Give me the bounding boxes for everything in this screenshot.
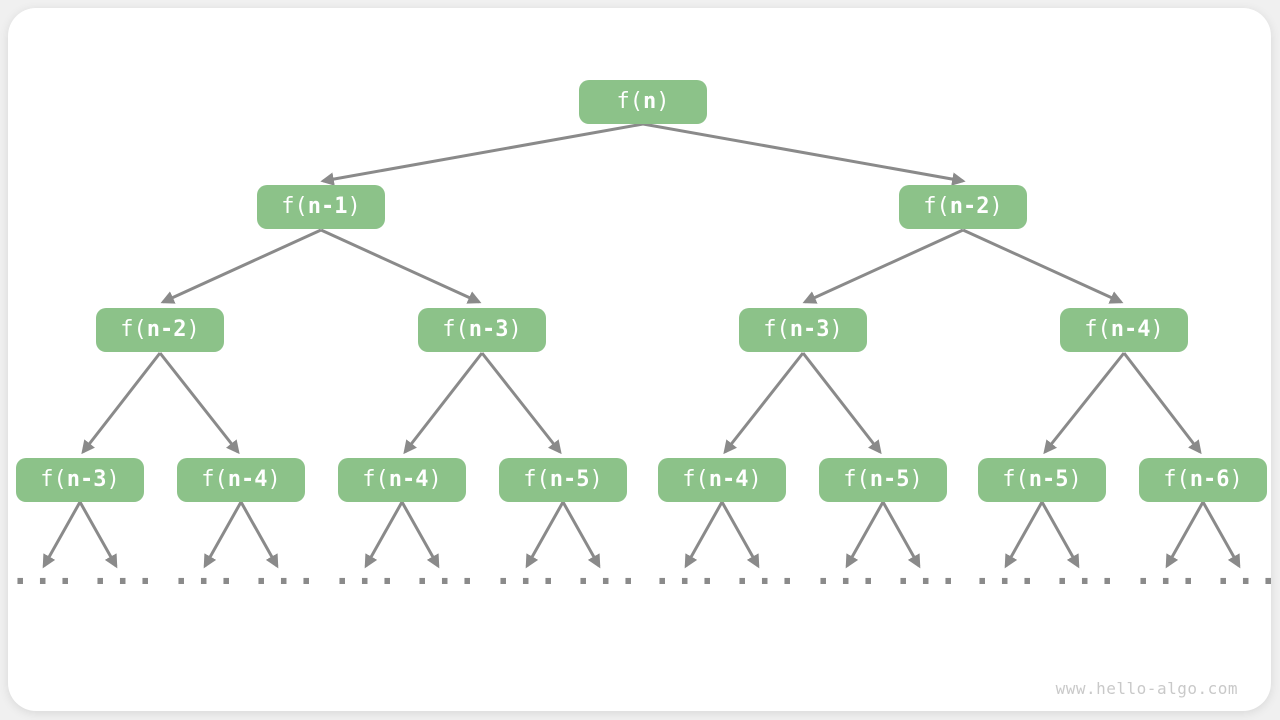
node-label: ) xyxy=(1150,317,1164,342)
ellipsis: ... xyxy=(573,553,641,593)
node-label: f( xyxy=(682,467,709,492)
edge-arrow xyxy=(480,352,562,455)
ellipsis: ... xyxy=(1213,553,1280,593)
node-arg: n-5 xyxy=(869,467,910,492)
node-arg: n-5 xyxy=(1028,467,1069,492)
node-label: ) xyxy=(1068,467,1082,492)
edge-arrow xyxy=(1122,352,1202,455)
edge-arrow xyxy=(81,352,162,455)
edge-arrow xyxy=(801,352,882,455)
node-arg: n-6 xyxy=(1189,467,1230,492)
node-label: f( xyxy=(362,467,389,492)
edge-arrow xyxy=(158,352,240,455)
edge-arrow xyxy=(1043,352,1126,455)
node-label: ) xyxy=(347,194,361,219)
ellipsis: ... xyxy=(1052,553,1120,593)
node-label: f( xyxy=(442,317,469,342)
node-arg: n-4 xyxy=(388,467,429,492)
tree-node-f-n-4: f(n-4) xyxy=(177,458,305,502)
node-label: ) xyxy=(656,89,670,114)
tree-node-f-n-2: f(n-2) xyxy=(899,185,1027,229)
tree-node-f-n-4: f(n-4) xyxy=(658,458,786,502)
ellipsis: ... xyxy=(412,553,480,593)
node-label: ) xyxy=(1229,467,1243,492)
ellipsis: ... xyxy=(1133,553,1201,593)
edge-arrow xyxy=(160,228,322,304)
edge-arrow xyxy=(802,228,964,304)
tree-node-f-n-4: f(n-4) xyxy=(338,458,466,502)
node-label: ) xyxy=(829,317,843,342)
edge-arrow xyxy=(723,352,805,455)
node-label: f( xyxy=(1084,317,1111,342)
tree-node-f-n-3: f(n-3) xyxy=(739,308,867,352)
node-label: ) xyxy=(748,467,762,492)
node-arg: n-3 xyxy=(468,317,509,342)
edge-arrow xyxy=(962,228,1124,304)
node-arg: n-1 xyxy=(307,194,348,219)
node-arg: n-4 xyxy=(227,467,268,492)
ellipsis: ... xyxy=(251,553,319,593)
node-label: ) xyxy=(589,467,603,492)
node-arg: n-4 xyxy=(708,467,749,492)
tree-node-f-n-1: f(n-1) xyxy=(257,185,385,229)
ellipsis: ... xyxy=(332,553,400,593)
ellipsis: ... xyxy=(90,553,158,593)
node-label: f( xyxy=(923,194,950,219)
node-label: f( xyxy=(843,467,870,492)
node-label: ) xyxy=(909,467,923,492)
node-label: f( xyxy=(281,194,308,219)
ellipsis: ... xyxy=(171,553,239,593)
node-label: ) xyxy=(186,317,200,342)
node-label: f( xyxy=(763,317,790,342)
ellipsis: ... xyxy=(732,553,800,593)
node-arg: n-3 xyxy=(66,467,107,492)
node-label: f( xyxy=(201,467,228,492)
node-arg: n-2 xyxy=(146,317,187,342)
edge-arrow xyxy=(320,228,482,304)
node-label: f( xyxy=(616,89,644,114)
tree-node-f-n-5: f(n-5) xyxy=(499,458,627,502)
ellipsis: ... xyxy=(893,553,961,593)
edge-arrow xyxy=(403,352,484,455)
tree-node-f-n-3: f(n-3) xyxy=(16,458,144,502)
node-arg: n xyxy=(643,89,657,114)
edge-arrow xyxy=(320,122,644,186)
tree-node-f-n-4: f(n-4) xyxy=(1060,308,1188,352)
node-label: ) xyxy=(267,467,281,492)
tree-node-f-n-3: f(n-3) xyxy=(418,308,546,352)
node-label: f( xyxy=(40,467,67,492)
node-label: f( xyxy=(1002,467,1029,492)
tree-node-f-n-6: f(n-6) xyxy=(1139,458,1267,502)
node-label: ) xyxy=(428,467,442,492)
node-arg: n-4 xyxy=(1110,317,1151,342)
node-label: f( xyxy=(120,317,147,342)
tree-node-f-n-5: f(n-5) xyxy=(819,458,947,502)
node-label: f( xyxy=(1163,467,1190,492)
node-arg: n-3 xyxy=(789,317,830,342)
node-arg: n-5 xyxy=(549,467,590,492)
tree-node-f-n-5: f(n-5) xyxy=(978,458,1106,502)
ellipsis: ... xyxy=(10,553,78,593)
node-label: ) xyxy=(508,317,522,342)
node-arg: n-2 xyxy=(949,194,990,219)
ellipsis: ... xyxy=(972,553,1040,593)
ellipsis: ... xyxy=(813,553,881,593)
tree-node-f-n-2: f(n-2) xyxy=(96,308,224,352)
edge-arrow xyxy=(642,122,966,186)
node-label: ) xyxy=(989,194,1003,219)
watermark: www.hello-algo.com xyxy=(1055,679,1238,698)
ellipsis: ... xyxy=(652,553,720,593)
node-label: ) xyxy=(106,467,120,492)
ellipsis: ... xyxy=(493,553,561,593)
node-label: f( xyxy=(523,467,550,492)
tree-node-f-n: f(n) xyxy=(579,80,707,124)
